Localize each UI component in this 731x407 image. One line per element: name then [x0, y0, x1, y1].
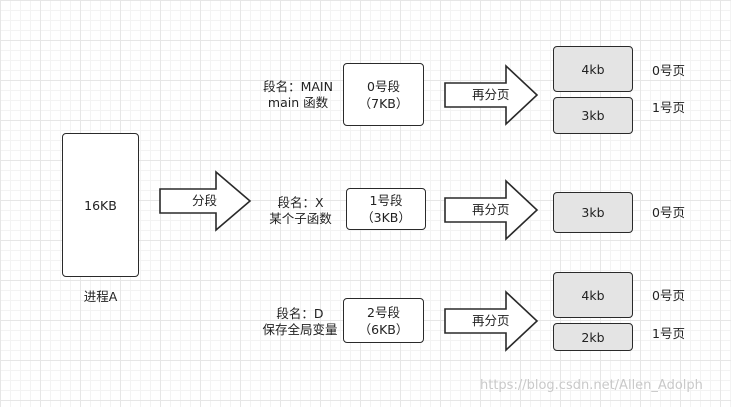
segment-1-arrow-icon [444, 179, 539, 241]
segment-2-name: 段名：D 保存全局变量 [250, 306, 350, 338]
page-4-size: 2kb [581, 329, 605, 345]
segment-1-name-line2: 某个子函数 [269, 211, 332, 226]
segment-0-title: 0号段 [367, 78, 400, 94]
page-1-label: 1号页 [652, 100, 685, 115]
page-1-box: 3kb [553, 97, 633, 134]
page-0-size: 4kb [581, 61, 605, 77]
segment-0-box: 0号段 （7KB） [343, 63, 424, 126]
page-1-size: 3kb [581, 108, 605, 123]
segment-1-name: 段名：X 某个子函数 [253, 195, 348, 227]
page-3-size: 4kb [581, 287, 605, 303]
segment-0-arrow-label: 再分页 [472, 87, 510, 102]
segment-0-arrow-icon [444, 64, 539, 126]
process-box: 16KB [62, 133, 139, 277]
segment-2-size: （6KB） [358, 321, 409, 337]
segment-1-name-line1: 段名：X [277, 195, 324, 210]
page-0-box: 4kb [553, 46, 633, 92]
segment-2-arrow-icon [444, 290, 539, 352]
segment-1-arrow-label: 再分页 [472, 202, 510, 217]
page-0-label: 0号页 [652, 63, 685, 78]
split-arrow-label: 分段 [192, 193, 218, 208]
segment-2-title: 2号段 [367, 304, 400, 320]
segment-0-size: （7KB） [358, 95, 409, 111]
page-2-box: 3kb [553, 192, 633, 233]
segment-0-name-line2: main 函数 [267, 95, 329, 110]
page-2-label: 0号页 [652, 205, 685, 220]
segment-2-name-line2: 保存全局变量 [262, 322, 338, 337]
process-size: 16KB [84, 197, 117, 213]
segment-1-box: 1号段 （3KB） [346, 188, 426, 230]
segment-0-name-line1: 段名：MAIN [263, 79, 333, 94]
process-name: 进程A [83, 289, 118, 304]
page-4-box: 2kb [553, 323, 633, 351]
segment-1-size: （3KB） [361, 210, 411, 225]
page-4-label: 1号页 [652, 326, 685, 341]
segment-1-title: 1号段 [369, 193, 403, 208]
watermark: https://blog.csdn.net/Allen_Adolph [480, 378, 703, 393]
segment-2-arrow-label: 再分页 [472, 313, 510, 328]
split-arrow-icon [159, 170, 252, 232]
segment-2-name-line1: 段名：D [276, 306, 324, 321]
page-3-label: 0号页 [652, 288, 685, 303]
segment-0-name: 段名：MAIN main 函数 [252, 79, 344, 111]
page-2-size: 3kb [581, 205, 605, 220]
page-3-box: 4kb [553, 272, 633, 318]
segment-2-box: 2号段 （6KB） [343, 298, 424, 343]
